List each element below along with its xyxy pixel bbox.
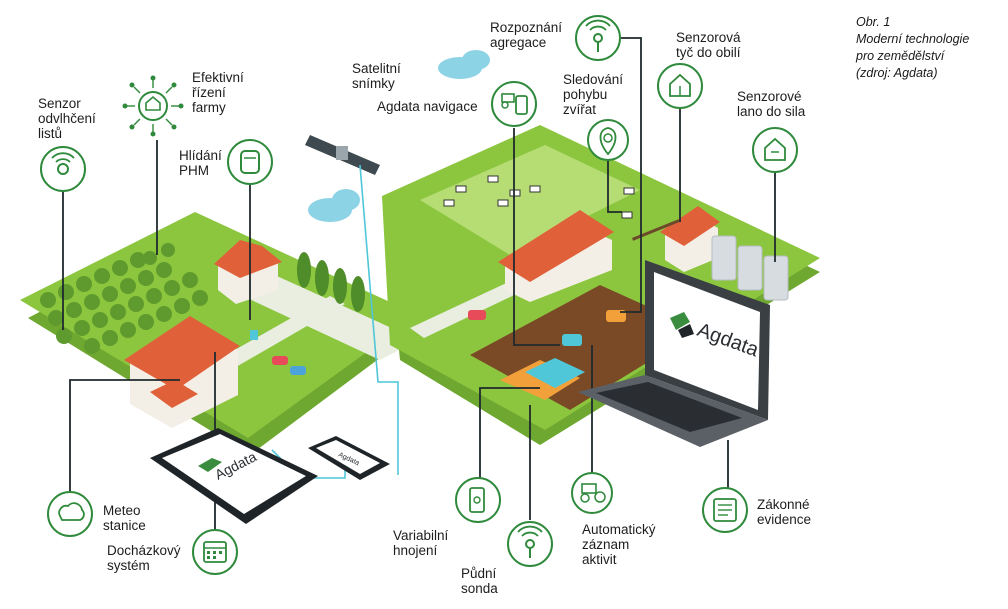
silo-house-icon (752, 127, 798, 173)
fuel-tank-icon (227, 139, 273, 185)
farm-network-icon (122, 75, 184, 137)
signal-pin-icon (575, 15, 621, 61)
label-automaticky-zaznam: Automatický záznam aktivit (582, 522, 656, 567)
laptop-device (578, 260, 770, 447)
fertilizer-phone-icon (455, 477, 501, 523)
legal-records-icon (702, 487, 748, 533)
label-hlidani-phm: Hlídání PHM (179, 148, 222, 178)
weather-station-icon (47, 491, 93, 537)
phone-device (308, 436, 390, 480)
grain-house-icon (657, 63, 703, 109)
calendar-icon (192, 529, 238, 575)
label-rozpoznani-agregace: Rozpoznání agregace (490, 20, 563, 50)
label-zakonne-evidence: Zákonné evidence (757, 497, 812, 527)
animal-tracking-icon (587, 119, 629, 161)
label-sledovani-zvirat: Sledování pohybu zvířat (563, 72, 624, 117)
figure-caption: Obr. 1 Moderní technologie pro zemědělst… (856, 14, 969, 82)
satellite-icon (305, 135, 380, 175)
label-efektivni-rizeni: Efektivní řízení farmy (192, 70, 244, 115)
label-senzorove-lano: Senzorové lano do sila (737, 89, 806, 119)
caption-title-line-2: pro zemědělství (856, 49, 945, 63)
label-meteo-stanice: Meteo stanice (103, 503, 146, 533)
caption-source: (zdroj: Agdata) (856, 66, 938, 80)
tractor-phone-icon (491, 81, 537, 127)
label-dochazkovy-system: Docházkový systém (107, 543, 181, 573)
soil-probe-icon (507, 521, 553, 567)
icon-circles (40, 15, 798, 575)
label-senzorova-tyc: Senzorová tyč do obilí (676, 30, 741, 60)
caption-figure-number: Obr. 1 (856, 15, 891, 29)
tablet-device (150, 428, 318, 524)
tractor-gear-icon (571, 472, 613, 514)
right-farm-island (382, 125, 820, 445)
label-agdata-navigace: Agdata navigace (377, 99, 478, 114)
label-satelitni-snimky: Satelitní snímky (352, 61, 401, 91)
left-farm-island (20, 212, 420, 455)
label-pudni-sonda: Půdní sonda (461, 566, 498, 596)
label-variabilni-hnojeni: Variabilní hnojení (393, 528, 449, 558)
leaf-sensor-icon (40, 146, 86, 192)
caption-title-line-1: Moderní technologie (856, 32, 970, 46)
label-senzor-odvlhceni: Senzor odvlhčení listů (38, 96, 96, 141)
cloud-icon (308, 50, 490, 222)
